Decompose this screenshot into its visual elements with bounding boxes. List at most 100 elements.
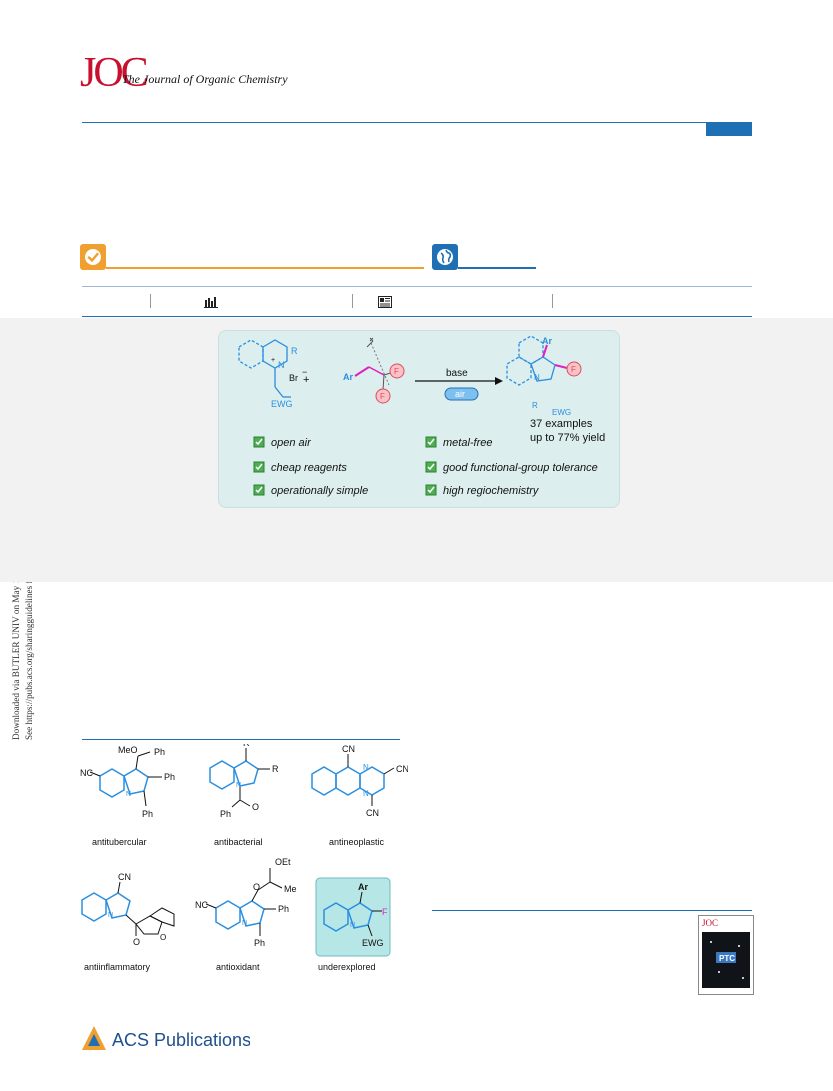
feature-right-1: metal-free (443, 437, 493, 449)
label-cn: CN (342, 744, 355, 754)
metrics-separator (150, 294, 151, 308)
r-substituent: R (291, 346, 298, 356)
bromide-label: Br (289, 373, 298, 383)
label-o: O (133, 937, 140, 947)
label-o: O (253, 882, 260, 892)
difluoroalkene (354, 342, 405, 404)
label-n: N (363, 763, 369, 772)
label-oet: OEt (275, 857, 291, 867)
examples-count: 37 examples (530, 418, 593, 430)
nitrogen-label: N (278, 360, 285, 370)
cover-logo: JOC (702, 918, 718, 928)
label-meo: MeO (118, 745, 138, 755)
activity-label-antineoplastic: antineoplastic (329, 837, 385, 847)
label-n: N (236, 782, 241, 789)
label-ph: Ph (164, 772, 175, 782)
highlight-box (315, 877, 391, 957)
activity-label-underexplored: underexplored (318, 962, 376, 972)
product-aryl-label: Ar (542, 336, 552, 346)
label-r: R (272, 764, 279, 774)
open-access-badge[interactable] (80, 244, 106, 270)
air-label: air (455, 389, 465, 399)
toc-graphic: N + R EWG Br − + Ar F F base air (218, 330, 620, 508)
product-r-label: R (532, 401, 538, 410)
aryl-label: Ar (343, 372, 353, 382)
label-n: N (350, 922, 355, 929)
label-me: Me (284, 884, 297, 894)
article-type-tab (706, 123, 752, 136)
feature-left-2: cheap reagents (271, 462, 347, 474)
journal-cover-thumbnail[interactable]: JOC PTC (698, 915, 754, 995)
label-nc: NC (80, 768, 93, 778)
label-ewg: EWG (362, 938, 384, 948)
metrics-rule-bottom (82, 316, 752, 317)
blue-divider (458, 267, 536, 269)
metrics-separator (552, 294, 553, 308)
label-r: R (243, 744, 250, 748)
acs-publications-logo[interactable]: ACS Publications (80, 1024, 251, 1063)
activity-label-antioxidant: antioxidant (216, 962, 260, 972)
label-n: N (108, 912, 113, 919)
feature-left-3: operationally simple (271, 485, 368, 497)
structure-antibacterial (209, 748, 270, 808)
ewg-label: EWG (271, 399, 293, 409)
right-column-rule (432, 910, 752, 911)
base-label: base (446, 368, 468, 379)
globe-icon (437, 249, 453, 265)
feature-right-3: high regiochemistry (443, 485, 540, 497)
label-o: O (252, 802, 259, 812)
label-ph: Ph (154, 747, 165, 757)
label-cn: CN (118, 872, 131, 882)
publisher-name: ACS Publications (112, 1030, 250, 1050)
cover-label: PTC (719, 954, 735, 963)
checkbox-icon (253, 436, 437, 496)
journal-name: The Journal of Organic Chemistry (122, 72, 288, 86)
plus-charge: + (271, 357, 275, 364)
indolizine-product (506, 335, 568, 386)
globe-badge[interactable] (432, 244, 458, 270)
article-recommendations-icon[interactable] (378, 295, 392, 313)
product-nitrogen-label: N (534, 373, 540, 382)
journal-logo[interactable]: JOC (80, 50, 149, 96)
activity-label-antibacterial: antibacterial (214, 837, 263, 847)
label-ph: Ph (220, 809, 231, 819)
structure-antiinflammatory (81, 881, 175, 936)
label-ph: Ph (278, 904, 289, 914)
label-nc: NC (195, 900, 208, 910)
label-n: N (363, 789, 369, 798)
metrics-separator (352, 294, 353, 308)
fluorine-label: F (394, 367, 399, 376)
metrics-rule-top (82, 286, 752, 287)
activity-label-antitubercular: antitubercular (92, 837, 147, 847)
bar-chart-icon[interactable] (204, 295, 218, 313)
activity-label-antiinflammatory: antiinflammatory (84, 962, 151, 972)
label-cn: CN (366, 808, 379, 818)
arrow-head (495, 377, 503, 385)
label-n: N (242, 920, 247, 927)
figure-1: MeO Ph NC Ph Ph N antitubercular R R N O… (78, 738, 409, 984)
header-rule (82, 122, 752, 123)
fluorine-label: F (380, 392, 385, 401)
structure-antioxidant (205, 868, 283, 936)
label-ph: Ph (142, 809, 153, 819)
structure-underexplored (323, 891, 382, 937)
feature-right-2: good functional-group tolerance (443, 462, 598, 474)
label-f: F (382, 907, 388, 917)
isoquinolinium-salt (238, 339, 291, 398)
scissors-icon (366, 337, 374, 348)
air-pill (444, 387, 479, 401)
check-circle-icon (85, 249, 101, 265)
label-ar: Ar (358, 882, 368, 892)
structure-antitubercular (89, 751, 162, 807)
structure-antineoplastic (311, 754, 395, 806)
label-cn: CN (396, 764, 408, 774)
minus-charge: − (302, 367, 307, 377)
plus-sign: + (303, 374, 309, 386)
product-fluorine-label: F (571, 365, 576, 374)
yield-text: up to 77% yield (530, 432, 605, 444)
figure-top-rule (82, 739, 400, 740)
download-notice-line1: Downloaded via BUTLER UNIV on May 15, 20… (11, 478, 21, 740)
feature-left-1: open air (271, 437, 312, 449)
product-ewg-label: EWG (552, 408, 571, 417)
label-n: N (126, 791, 131, 798)
